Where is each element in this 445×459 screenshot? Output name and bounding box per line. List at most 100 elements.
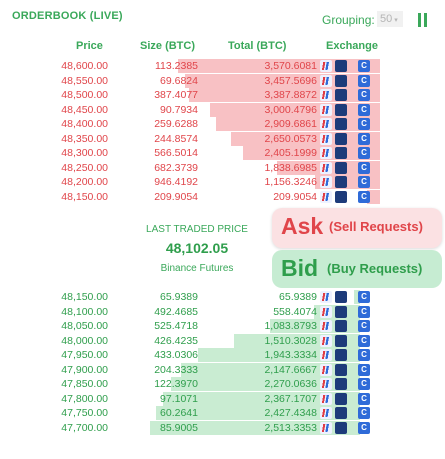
bid-row[interactable]: 47,700.00 85.9005 2,513.3353 C bbox=[0, 420, 445, 435]
bid-size: 97.1071 bbox=[160, 392, 198, 405]
bid-depth-bar bbox=[181, 362, 360, 377]
ask-size: 69.6824 bbox=[160, 74, 198, 87]
bid-price: 47,900.00 bbox=[61, 363, 108, 376]
bid-annotation-title: Bid bbox=[281, 255, 319, 281]
coinbase-icon: C bbox=[358, 74, 370, 87]
ask-total: 3,387.8872 bbox=[264, 89, 317, 101]
bid-depth-bar bbox=[150, 420, 360, 435]
coinbase-icon: C bbox=[358, 132, 370, 145]
ask-size: 682.3739 bbox=[154, 161, 198, 174]
deribit-icon bbox=[335, 118, 347, 130]
ask-depth-bar bbox=[189, 88, 380, 102]
ask-size: 566.5014 bbox=[154, 147, 198, 159]
chevron-down-icon: ▾ bbox=[394, 17, 398, 24]
bid-depth-bar bbox=[198, 348, 360, 362]
bid-total: 2,513.3353 bbox=[264, 421, 317, 434]
ask-price: 48,300.00 bbox=[61, 147, 108, 159]
ftx-icon bbox=[320, 132, 332, 145]
bid-price: 47,800.00 bbox=[61, 392, 108, 405]
coinbase-icon: C bbox=[358, 421, 370, 434]
ftx-icon bbox=[320, 89, 332, 101]
bid-size: 204.3333 bbox=[154, 363, 198, 376]
deribit-icon bbox=[335, 378, 347, 390]
bid-total: 2,270.0636 bbox=[264, 378, 317, 390]
deribit-icon bbox=[335, 161, 347, 174]
coinbase-icon: C bbox=[358, 334, 370, 347]
coinbase-icon: C bbox=[358, 363, 370, 376]
bid-total: 558.4074 bbox=[273, 305, 317, 318]
grouping-select[interactable]: 50▾ bbox=[377, 11, 403, 27]
ask-price: 48,200.00 bbox=[61, 176, 108, 188]
ask-total: 2,650.0573 bbox=[264, 132, 317, 145]
bid-total: 2,147.6667 bbox=[264, 363, 317, 376]
coinbase-icon: C bbox=[358, 349, 370, 361]
ask-price: 48,600.00 bbox=[61, 60, 108, 72]
ftx-icon bbox=[320, 176, 332, 188]
ftx-icon bbox=[320, 349, 332, 361]
bid-total: 1,083.8793 bbox=[264, 320, 317, 332]
deribit-icon bbox=[335, 407, 347, 419]
coinbase-icon: C bbox=[358, 378, 370, 390]
deribit-icon bbox=[335, 305, 347, 318]
ask-price: 48,500.00 bbox=[61, 89, 108, 101]
bid-depth-bar bbox=[354, 290, 360, 304]
bid-total: 65.9389 bbox=[279, 291, 317, 303]
coinbase-icon: C bbox=[358, 320, 370, 332]
bid-size: 85.9005 bbox=[160, 421, 198, 434]
orderbook-title: ORDERBOOK (LIVE) bbox=[12, 10, 123, 22]
ftx-icon bbox=[320, 161, 332, 174]
last-traded-price: 48,102.05 bbox=[165, 240, 229, 256]
ask-total: 2,909.6861 bbox=[264, 118, 317, 130]
bid-total: 2,427.4348 bbox=[264, 407, 317, 419]
deribit-icon bbox=[335, 147, 347, 159]
column-header-size: Size (BTC) bbox=[140, 40, 195, 52]
bid-size: 492.4685 bbox=[154, 305, 198, 318]
ask-size: 113.2385 bbox=[154, 60, 198, 72]
coinbase-icon: C bbox=[358, 407, 370, 419]
bid-size: 433.0306 bbox=[154, 349, 198, 361]
ask-size: 259.6288 bbox=[154, 118, 198, 130]
deribit-icon bbox=[335, 190, 347, 203]
bid-price: 47,750.00 bbox=[61, 407, 108, 419]
ask-size: 387.4077 bbox=[154, 89, 198, 101]
coinbase-icon: C bbox=[358, 291, 370, 303]
bid-price: 48,100.00 bbox=[61, 305, 108, 318]
pause-button[interactable] bbox=[418, 13, 427, 27]
ask-total: 3,570.6081 bbox=[264, 60, 317, 72]
deribit-icon bbox=[335, 60, 347, 72]
ask-total: 2,405.1999 bbox=[264, 147, 317, 159]
bid-price: 48,050.00 bbox=[61, 320, 108, 332]
ask-total: 1,838.6985 bbox=[264, 161, 317, 174]
ftx-icon bbox=[320, 378, 332, 390]
bid-depth-bar bbox=[171, 377, 360, 391]
deribit-icon bbox=[335, 89, 347, 101]
ftx-icon bbox=[320, 421, 332, 434]
bid-row[interactable]: 47,900.00 204.3333 2,147.6667 C bbox=[0, 362, 445, 377]
deribit-icon bbox=[335, 320, 347, 332]
ftx-icon bbox=[320, 147, 332, 159]
deribit-icon bbox=[335, 334, 347, 347]
ask-total: 3,457.5696 bbox=[264, 74, 317, 87]
ask-price: 48,150.00 bbox=[61, 190, 108, 203]
ask-price: 48,250.00 bbox=[61, 161, 108, 174]
ask-size: 946.4192 bbox=[154, 176, 198, 188]
bid-price: 47,700.00 bbox=[61, 421, 108, 434]
